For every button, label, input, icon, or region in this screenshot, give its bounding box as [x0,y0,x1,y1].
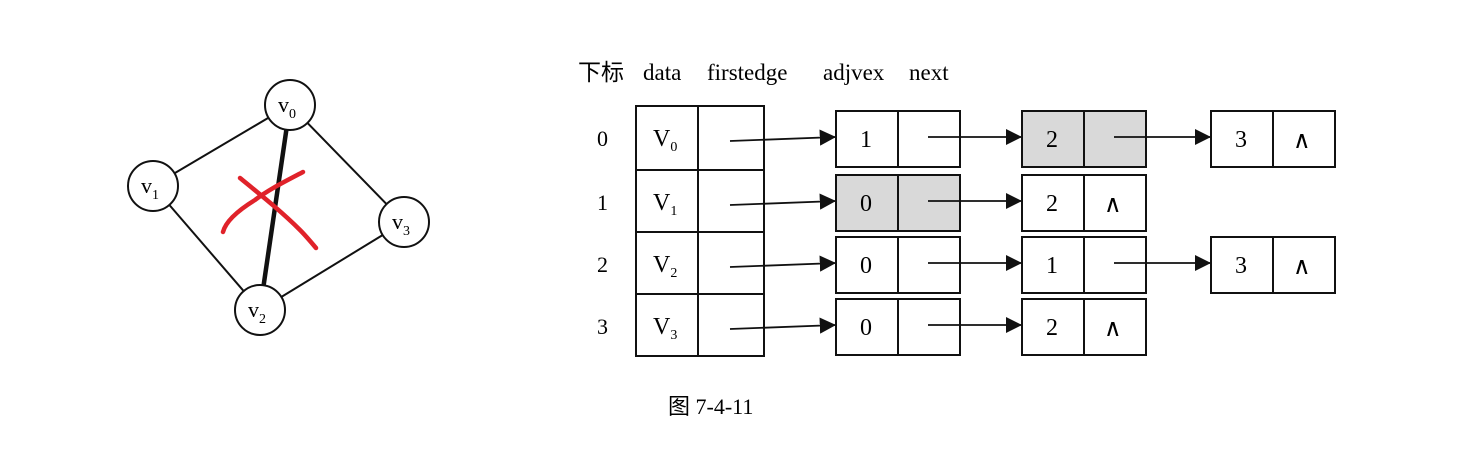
edge-node-3-0: 0 [835,298,1022,356]
row-index-1: 1 [597,190,608,215]
cross-out-mark [220,169,319,251]
adjvex-value: 0 [860,191,872,217]
cross-stroke-2 [220,169,306,235]
row-index-0: 0 [597,126,608,151]
graph-vertices: v0 v1 v2 v3 [127,79,430,336]
graph-vertex-v3: v3 [378,196,430,248]
graph-edge-0-3 [289,104,405,223]
adjvex-value: 1 [860,127,872,153]
adjvex-value: 3 [1235,127,1247,153]
graph-edge-2-3 [259,221,405,311]
table-header: 下标 data firstedge adjvex next [578,60,949,85]
adjvex-value: 0 [860,253,872,279]
adjvex-value: 0 [860,315,872,341]
edge-node-0-1: 1 [835,110,1022,168]
edge-node-2-3: 3∧ [1210,236,1336,294]
edge-node-0-3: 3∧ [1210,110,1336,168]
header-next: next [909,60,949,85]
graph-vertex-v0: v0 [264,79,316,131]
firstedge-pointer-2 [729,255,837,272]
header-firstedge: firstedge [707,60,787,85]
edge-node-1-0: 0 [835,174,1022,232]
row-index-3: 3 [597,314,608,339]
adjvex-value: 3 [1235,253,1247,279]
cross-stroke-1 [237,175,319,251]
edge-node-2-0: 0 [835,236,1022,294]
null-next-symbol: ∧ [1293,128,1311,154]
header-index: 下标 [578,60,624,85]
null-next-symbol: ∧ [1104,192,1122,218]
null-next-symbol: ∧ [1104,316,1122,342]
firstedge-pointer-0 [729,129,837,146]
graph-vertex-v1: v1 [127,160,179,212]
firstedge-pointer-3 [729,317,837,334]
adjvex-value: 1 [1046,253,1058,279]
header-adjvex: adjvex [823,60,885,85]
row-index-2: 2 [597,252,608,277]
adjvex-value: 2 [1046,127,1058,153]
edge-node-0-2: 2 [1021,110,1211,168]
firstedge-pointer-1 [729,193,837,210]
edge-node-3-2: 2∧ [1021,298,1147,356]
adjvex-value: 2 [1046,191,1058,217]
graph-vertex-v2: v2 [234,284,286,336]
graph-edge-0-1 [152,104,291,187]
adjvex-value: 2 [1046,315,1058,341]
edge-node-2-1: 1 [1021,236,1211,294]
null-next-symbol: ∧ [1293,254,1311,280]
figure-caption: 图 7-4-11 [668,394,753,419]
edge-node-1-2: 2∧ [1021,174,1147,232]
graph-edge-1-2 [152,185,261,311]
header-data: data [643,60,681,85]
